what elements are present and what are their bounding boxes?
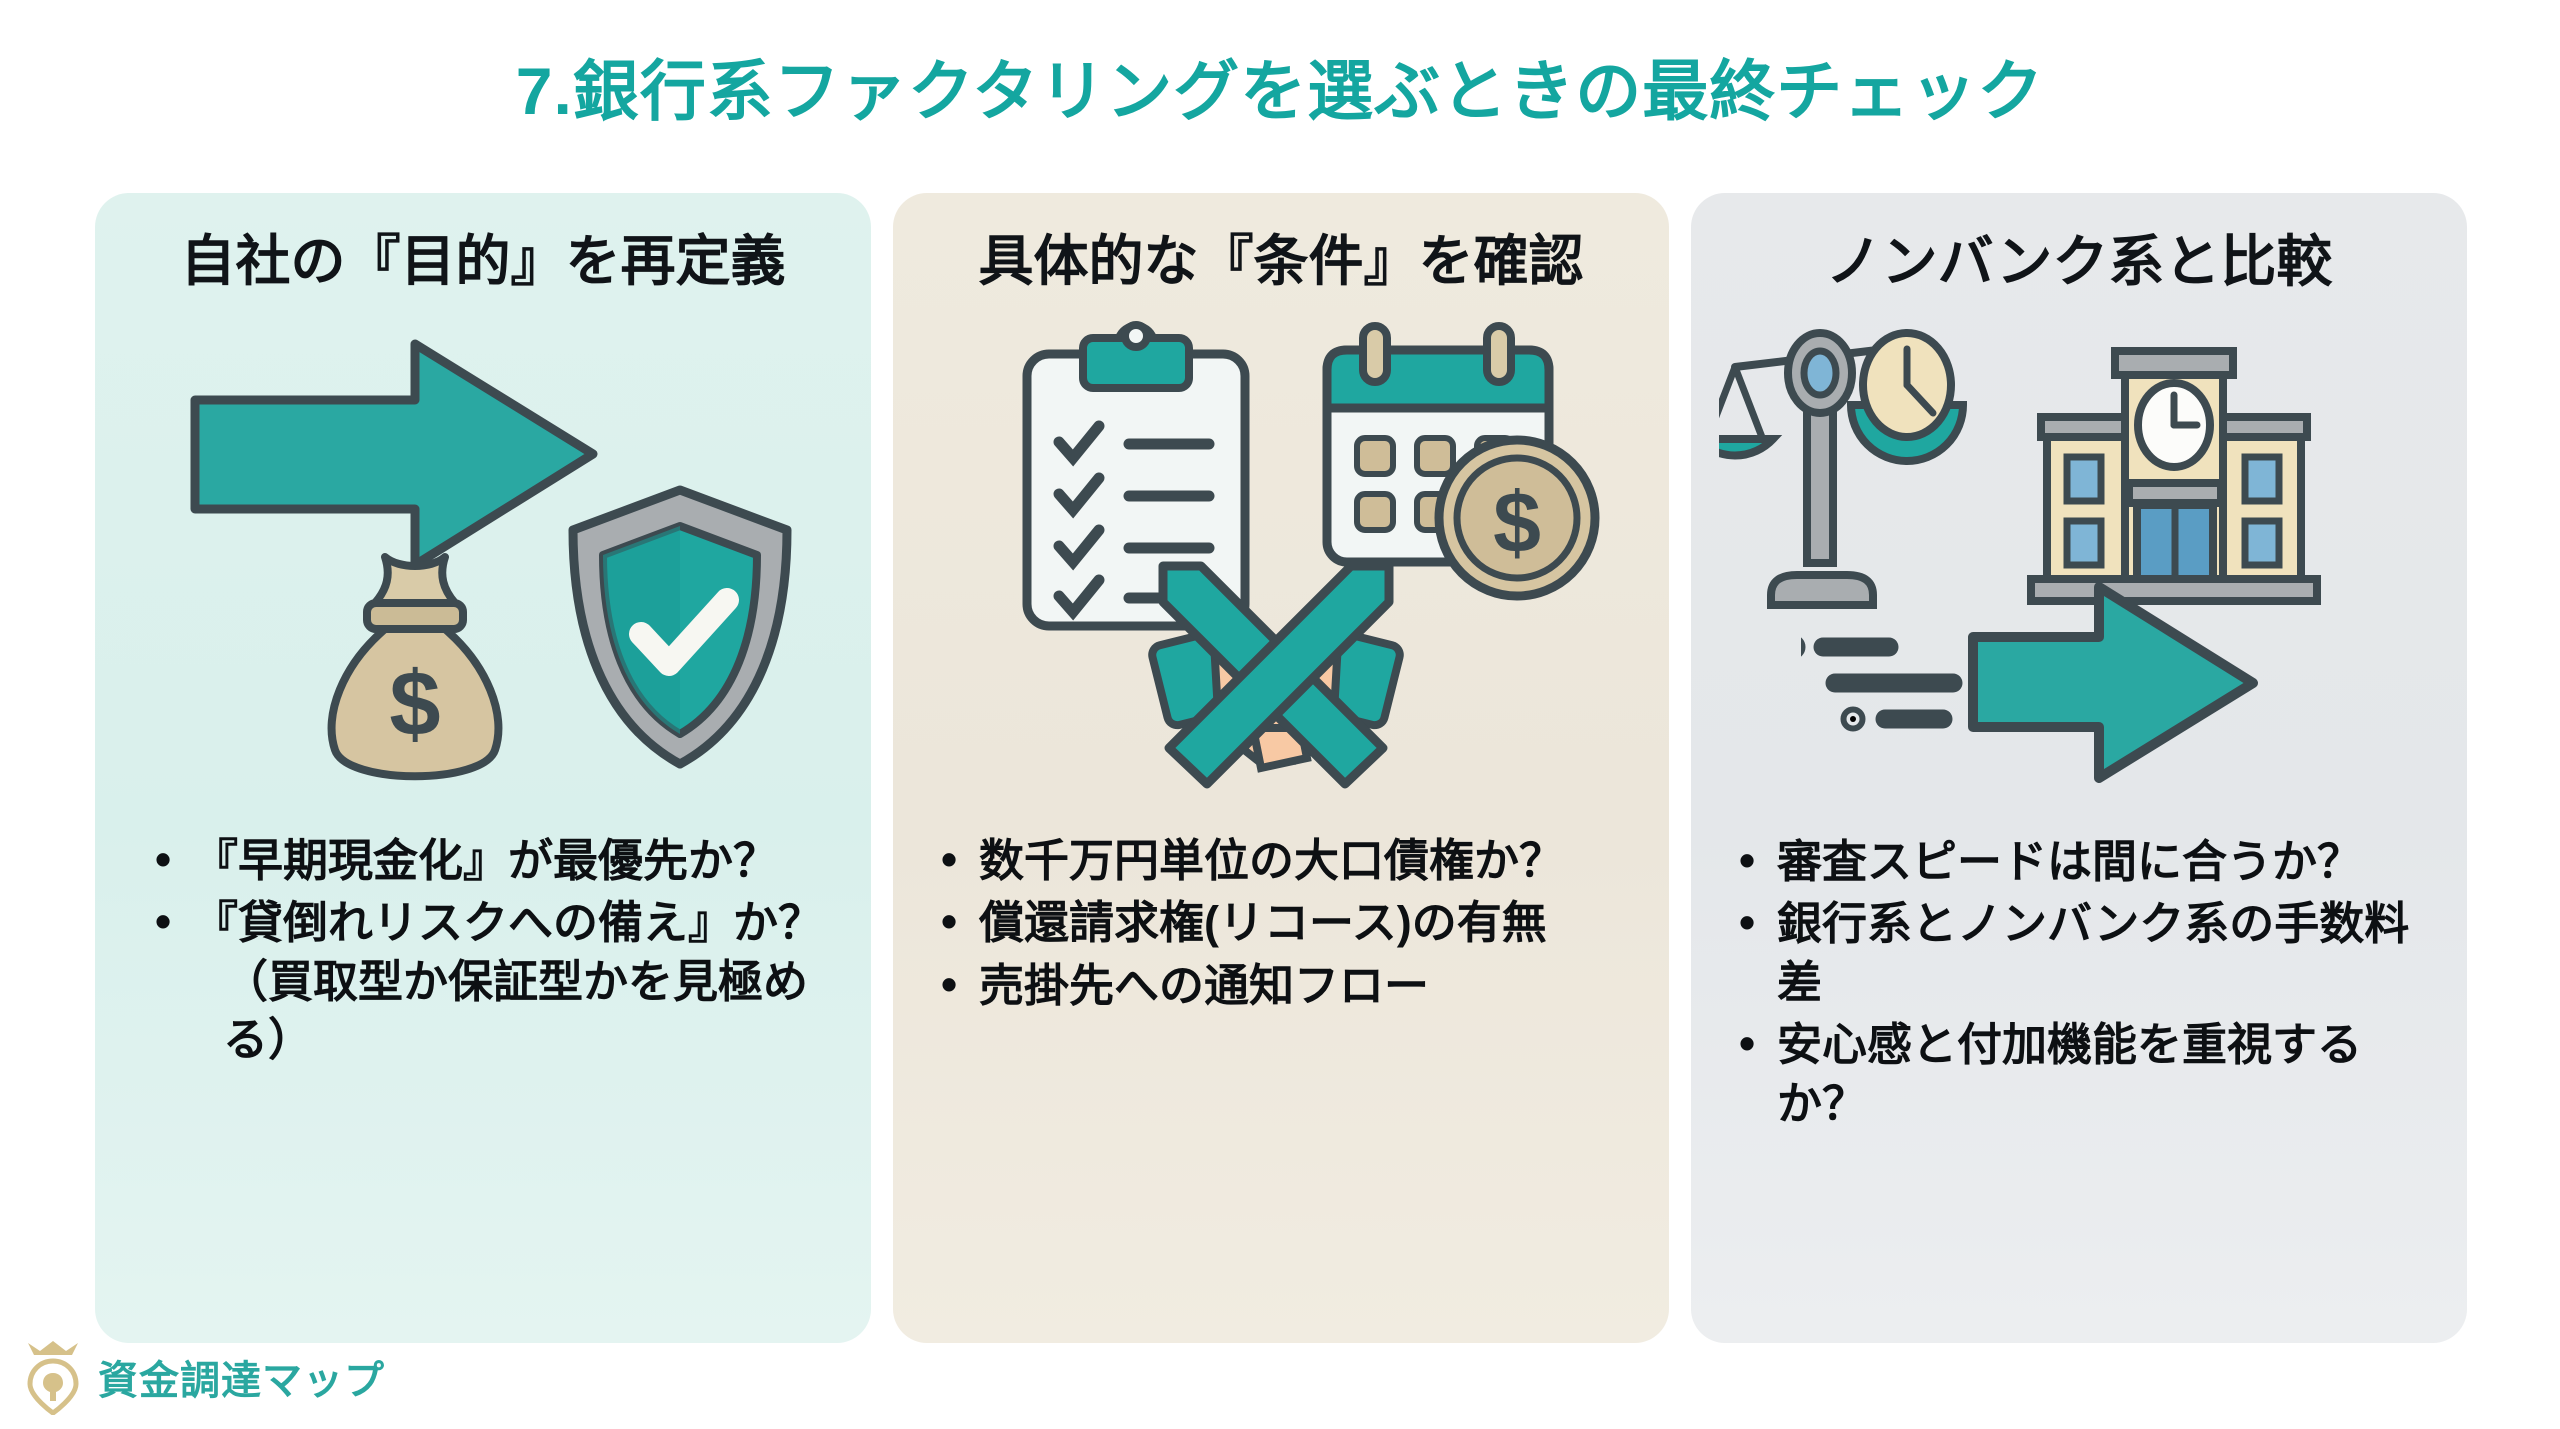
bank-building-icon — [2027, 346, 2321, 605]
bullet-text: 安心感と付加機能を重視するか？ — [1777, 1019, 2363, 1129]
card-row: 自社の『目的』を再定義 $ — [95, 193, 2467, 1343]
card-compare-bullets: 審査スピードは間に合うか？ 銀行系とノンバンク系の手数料差 安心感と付加機能を重… — [1691, 831, 2467, 1134]
list-item: 数千万円単位の大口債権か？ — [937, 830, 1645, 891]
list-item: 銀行系とノンバンク系の手数料差 — [1735, 893, 2443, 1012]
card-conditions: 具体的な『条件』を確認 — [893, 193, 1669, 1343]
brand-name: 資金調達マップ — [98, 1359, 385, 1403]
bullet-text: 償還請求権(リコース)の有無 — [979, 897, 1547, 948]
card-compare-icons — [1691, 293, 2467, 833]
bullet-text: 数千万円単位の大口債権か？ — [979, 834, 1565, 886]
money-bag-icon: $ — [327, 552, 503, 780]
svg-text:$: $ — [1493, 475, 1541, 571]
list-item: 安心感と付加機能を重視するか？ — [1735, 1014, 2443, 1133]
svg-text:$: $ — [389, 653, 440, 755]
bullet-text: 審査スピードは間に合うか？ — [1777, 835, 2363, 887]
list-item: 償還請求権(リコース)の有無 — [937, 892, 1645, 953]
card-conditions-heading: 具体的な『条件』を確認 — [978, 230, 1584, 292]
card-conditions-bullets: 数千万円単位の大口債権か？ 償還請求権(リコース)の有無 売掛先への通知フロー — [893, 830, 1669, 1016]
page-title: 7.銀行系ファクタリングを選ぶときの最終チェック — [515, 54, 2045, 128]
card-conditions-icons: $ — [893, 292, 1669, 832]
list-item: 売掛先への通知フロー — [937, 955, 1645, 1016]
list-item: 『早期現金化』が最優先か？ — [151, 830, 837, 891]
bullet-text: 『貸倒れリスクへの備え』か？ — [193, 897, 824, 948]
handshake-crossed-out-icon — [1148, 561, 1404, 788]
bullet-subtext: （買取型か保証型かを見極める） — [223, 955, 809, 1066]
speed-arrow-icon — [1801, 581, 2258, 783]
balance-scale-clock-icon — [1719, 328, 1968, 609]
card-compare-heading: ノンバンク系と比較 — [1825, 230, 2333, 293]
calendar-coin-icon: $ — [1322, 321, 1600, 600]
arrow-right-icon — [190, 339, 598, 569]
list-item: 審査スピードは間に合うか？ — [1735, 831, 2443, 892]
bullet-text: 銀行系とノンバンク系の手数料差 — [1777, 898, 2410, 1008]
card-purpose-bullets: 『早期現金化』が最優先か？ 『貸倒れリスクへの備え』か？ （買取型か保証型かを見… — [95, 830, 871, 1070]
card-purpose-heading: 自社の『目的』を再定義 — [180, 230, 786, 292]
card-compare: ノンバンク系と比較 — [1691, 193, 2467, 1343]
clipboard-checklist-icon — [1022, 320, 1250, 630]
map-pin-crown-icon — [27, 1341, 79, 1415]
bullet-text: 『早期現金化』が最優先か？ — [193, 834, 779, 886]
shield-check-icon — [568, 485, 792, 768]
bullet-text: 売掛先への通知フロー — [979, 959, 1430, 1011]
list-item: 『貸倒れリスクへの備え』か？ （買取型か保証型かを見極める） — [151, 892, 837, 1070]
card-purpose-icons: $ — [95, 292, 871, 832]
footer-logo: 資金調達マップ — [22, 1339, 385, 1415]
card-purpose: 自社の『目的』を再定義 $ — [95, 193, 871, 1343]
